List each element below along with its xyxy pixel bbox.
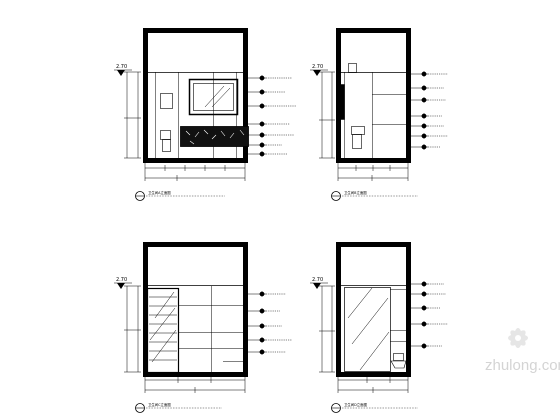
elevation-d-level-mark: 2.70	[310, 277, 328, 289]
elevation-d: 2.70 卫生间D立面图	[310, 242, 448, 413]
watermark-text: zhulong.com	[485, 357, 560, 374]
elevation-b-material-callouts	[411, 71, 448, 150]
elevation-a-mirror	[188, 78, 239, 116]
elevation-c: 2.70 卫生间C立面图	[114, 242, 292, 413]
elevation-c-tall-cabinet	[146, 287, 180, 374]
elevation-c-dimension-lines	[124, 285, 246, 393]
elevation-c-title-text: 卫生间C立面图	[148, 402, 171, 407]
elevation-a-title: 卫生间A立面图	[135, 190, 225, 201]
elevation-a-toilet-tank	[160, 130, 171, 140]
elevation-c-material-callouts	[248, 291, 292, 355]
elevation-b-level-text: 2.70	[312, 64, 323, 70]
elevation-d-outline	[336, 242, 411, 377]
elevation-b-dimension-lines	[319, 71, 409, 181]
elevation-c-level-mark: 2.70	[114, 277, 132, 289]
elevation-d-dimension-lines	[319, 285, 409, 393]
elevation-b-outline	[336, 28, 411, 163]
elevation-d-toilet	[393, 353, 404, 361]
elevation-a-title-text: 卫生间A立面图	[148, 190, 171, 195]
elevation-b-title: 卫生间B立面图	[331, 190, 418, 201]
elevation-b: 2.70 卫生间B立面图	[310, 28, 448, 201]
watermark-logo-icon	[508, 328, 528, 348]
elevation-b-level-mark: 2.70	[310, 64, 328, 76]
elevation-b-basin	[351, 126, 365, 135]
elevation-c-level-text: 2.70	[116, 277, 127, 283]
elevation-b-title-text: 卫生间B立面图	[344, 190, 367, 195]
elevation-a: 2.70 卫生间A立面图	[114, 28, 296, 201]
elevation-d-title: 卫生间D立面图	[331, 402, 418, 413]
elevation-c-title: 卫生间C立面图	[135, 402, 222, 413]
elevation-d-material-callouts	[411, 281, 448, 349]
elevation-a-level-mark: 2.70	[114, 64, 132, 76]
elevation-a-level-text: 2.70	[116, 64, 127, 70]
elevation-d-glass-partition	[344, 287, 391, 372]
elevation-a-dimension-lines	[124, 71, 246, 181]
elevation-d-title-text: 卫生间D立面图	[344, 402, 368, 407]
elevation-a-material-callouts	[248, 75, 296, 157]
elevation-a-outline	[143, 28, 248, 163]
elevation-d-level-text: 2.70	[312, 277, 323, 283]
elevation-c-outline	[143, 242, 248, 377]
watermark: zhulong.com	[485, 328, 560, 374]
